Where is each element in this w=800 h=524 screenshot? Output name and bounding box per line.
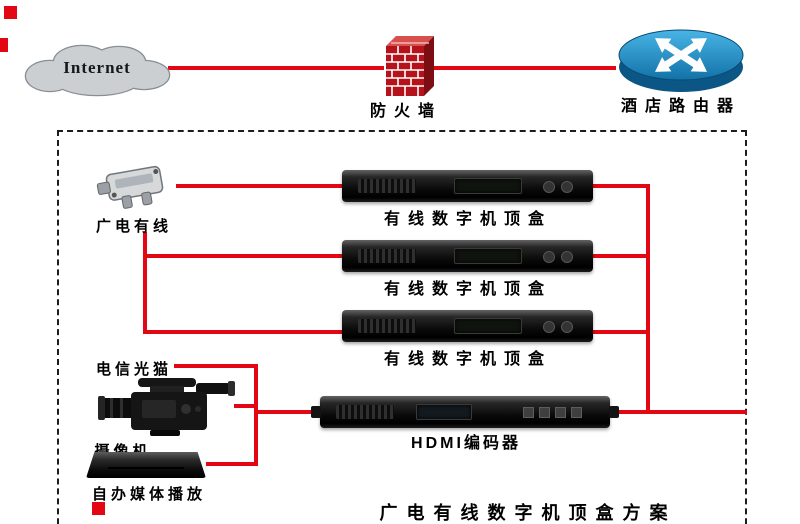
port	[571, 407, 582, 418]
cable-source-label: 广电有线	[95, 218, 173, 235]
stb-label: 有线数字机顶盒	[383, 351, 553, 368]
connector-line	[234, 404, 258, 408]
connector-line	[254, 410, 320, 414]
vent-grill	[358, 319, 416, 333]
media-player-device	[86, 452, 206, 478]
set-top-box-device	[342, 310, 593, 342]
media-player-label: 自办媒体播放	[91, 486, 207, 503]
stb-label: 有线数字机顶盒	[383, 211, 553, 228]
knob	[561, 251, 573, 263]
connector-line	[143, 330, 342, 334]
connector-line	[168, 66, 384, 70]
set-top-box-device	[342, 170, 593, 202]
knob	[543, 251, 555, 263]
port	[523, 407, 534, 418]
vent-grill	[358, 249, 416, 263]
telecom-modem-label: 电信光猫	[95, 361, 173, 378]
connector-line	[593, 330, 648, 334]
firewall-icon	[386, 36, 434, 96]
connector-line	[593, 184, 648, 188]
port	[539, 407, 550, 418]
connector-line	[176, 184, 342, 188]
connector-line	[434, 66, 616, 70]
red-marker	[4, 6, 17, 19]
stb-label: 有线数字机顶盒	[383, 281, 553, 298]
red-marker	[0, 38, 8, 52]
connector-line	[610, 410, 747, 414]
display-panel	[416, 404, 472, 420]
diagram-title: 广电有线数字机顶盒方案	[379, 503, 677, 523]
knob	[561, 181, 573, 193]
display-panel	[454, 178, 522, 194]
knob	[543, 181, 555, 193]
router-icon	[618, 29, 744, 92]
connector-line	[254, 364, 258, 466]
internet-cloud-icon	[24, 44, 171, 97]
video-camera-icon	[98, 378, 235, 436]
cable-splitter-icon	[96, 165, 164, 209]
internet-label: Internet	[63, 58, 131, 77]
display-panel	[454, 318, 522, 334]
red-marker	[92, 502, 105, 515]
vent-grill	[358, 179, 416, 193]
port	[555, 407, 566, 418]
set-top-box-device	[342, 240, 593, 272]
connector-line	[143, 254, 342, 258]
boundary-dashed-box	[57, 130, 747, 524]
knob	[561, 321, 573, 333]
connector-line	[174, 364, 256, 368]
connector-line	[593, 254, 648, 258]
encoder-label: HDMI编码器	[411, 435, 521, 452]
knob	[543, 321, 555, 333]
firewall-label: 防火墙	[369, 103, 443, 120]
connector-line	[206, 462, 256, 466]
connector-line	[143, 232, 147, 334]
connector-line	[646, 184, 650, 414]
vent-grill	[336, 405, 394, 419]
router-label: 酒店路由器	[620, 98, 742, 115]
disc-slot	[107, 467, 185, 469]
hdmi-encoder-device	[311, 396, 619, 428]
display-panel	[454, 248, 522, 264]
